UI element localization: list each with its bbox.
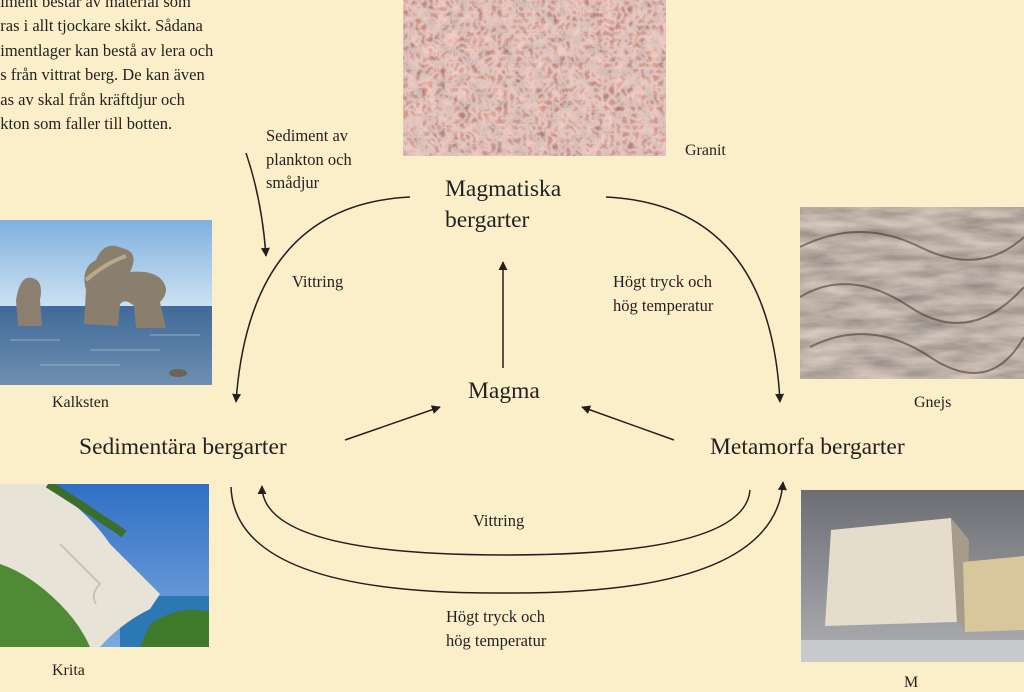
caption-granit: Granit	[685, 142, 726, 159]
edge-label-vittring-bottom: Vittring	[473, 511, 525, 530]
caption-kalksten: Kalksten	[52, 394, 109, 411]
arrow-metamorfa-to-magma	[581, 405, 675, 441]
edge-label-tryck-bottom: Högt tryck och hög temperatur	[446, 607, 547, 650]
arrow-sedimentara-to-magma	[344, 405, 441, 441]
arrow-magmatiska-to-metamorfa	[605, 196, 785, 403]
node-metamorfa: Metamorfa bergarter	[710, 434, 905, 460]
intro-text: diment består av material som gras i all…	[0, 0, 214, 134]
node-magma: Magma	[468, 378, 540, 404]
granit-photo	[403, 0, 666, 156]
arrow-sedimentara-to-metamorfa	[230, 481, 787, 594]
node-sedimentara: Sedimentära bergarter	[79, 434, 287, 460]
edge-label-tryck-right: Högt tryck och hög temperatur	[613, 272, 714, 315]
kalksten-photo	[0, 220, 212, 385]
krita-photo	[0, 484, 209, 647]
edge-label-vittring-left: Vittring	[292, 272, 344, 291]
arrow-metamorfa-to-sedimentara	[257, 485, 751, 556]
marmor-photo	[801, 490, 1024, 662]
sediment-note: Sediment av plankton och smådjur	[266, 126, 352, 192]
node-magmatiska: Magmatiska bergarter	[445, 176, 562, 233]
arrow-magmatiska-to-sedimentara	[232, 196, 411, 403]
caption-gnejs: Gnejs	[914, 394, 952, 411]
gnejs-photo	[800, 207, 1024, 379]
caption-marmor: M	[904, 674, 919, 691]
arrow-sediment-note	[245, 152, 270, 257]
caption-krita: Krita	[52, 662, 85, 679]
